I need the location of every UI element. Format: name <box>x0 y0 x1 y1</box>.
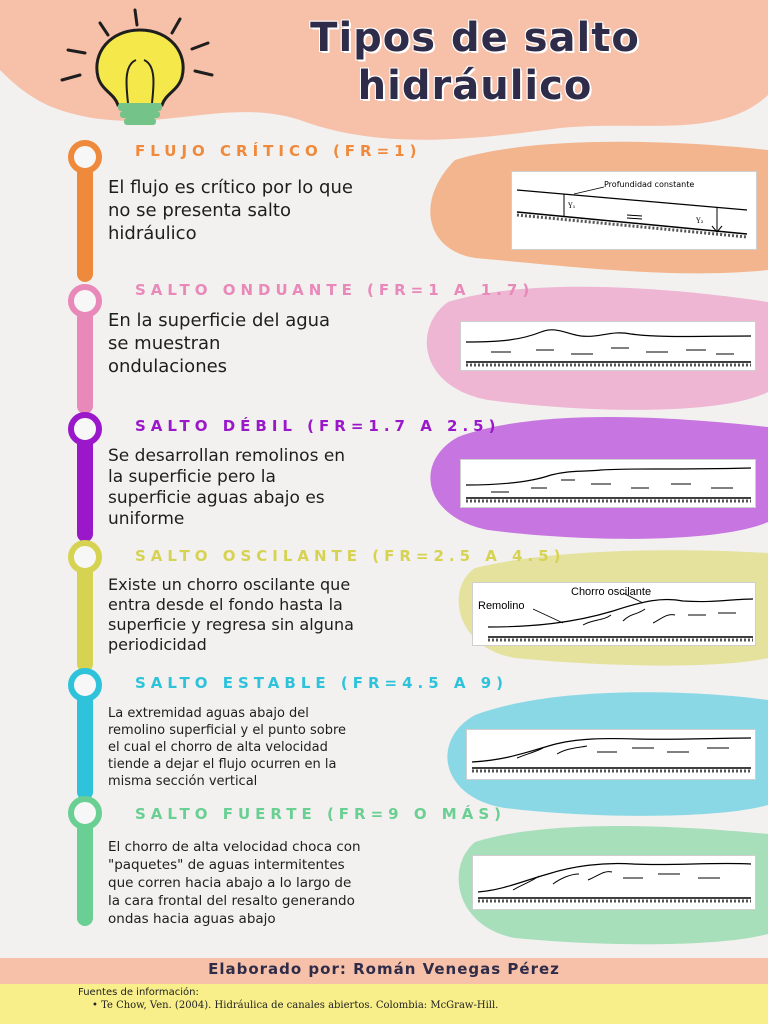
timeline-node-onduante <box>68 284 102 318</box>
section-title-debil: SALTO DÉBIL (FR=1.7 A 2.5) <box>135 417 501 435</box>
title-line-2: hidráulico <box>357 63 593 109</box>
timeline-bar-critico <box>77 156 93 282</box>
reference-item: • Te Chow, Ven. (2004). Hidráulica de ca… <box>92 1000 499 1011</box>
author-credit: Elaborado por: Román Venegas Pérez <box>208 960 560 978</box>
timeline-bar-debil <box>77 432 93 542</box>
label-chorro-oscilante: Chorro oscilante <box>571 586 651 598</box>
diagram-salto-onduante <box>460 321 756 371</box>
diagram-salto-debil <box>460 459 756 508</box>
diagram-flujo-critico: Profundidad constante Y₁ Y₂ <box>511 171 757 250</box>
section-text-onduante: En la superficie del agua se muestran on… <box>108 310 331 377</box>
footer-band <box>0 958 768 984</box>
section-title-estable: SALTO ESTABLE (FR=4.5 A 9) <box>135 674 509 692</box>
timeline-node-fuerte <box>68 796 102 830</box>
section-text-fuerte: El chorro de alta velocidad choca con "p… <box>108 839 361 927</box>
diagram-salto-estable <box>466 729 756 780</box>
timeline-bar-fuerte <box>77 818 93 926</box>
timeline-bar-estable <box>77 690 93 800</box>
page-title: Tipos de salto hidráulico <box>195 14 755 110</box>
timeline-node-critico <box>68 140 102 174</box>
label-y2: Y₂ <box>695 217 704 225</box>
timeline-node-estable <box>68 668 102 702</box>
section-text-oscilante: Existe un chorro oscilante que entra des… <box>108 575 354 654</box>
title-line-1: Tipos de salto <box>310 15 640 61</box>
timeline-bar-oscilante <box>77 562 93 672</box>
label-remolino: Remolino <box>478 600 524 612</box>
section-title-critico: FLUJO CRÍTICO (FR=1) <box>135 142 422 160</box>
section-title-fuerte: SALTO FUERTE (FR=9 O MÁS) <box>135 805 506 823</box>
timeline-bar-onduante <box>77 296 93 414</box>
diagram-salto-oscilante: Chorro oscilante Remolino <box>472 582 756 646</box>
diagram-salto-fuerte <box>472 855 756 910</box>
timeline-node-oscilante <box>68 540 102 574</box>
section-text-estable: La extremidad aguas abajo del remolino s… <box>108 706 347 789</box>
section-title-oscilante: SALTO OSCILANTE (FR=2.5 A 4.5) <box>135 547 566 565</box>
references-title: Fuentes de información: <box>78 987 199 998</box>
section-text-debil: Se desarrollan remolinos en la superfici… <box>108 446 346 529</box>
timeline-node-debil <box>68 412 102 446</box>
references-band <box>0 984 768 1024</box>
section-title-onduante: SALTO ONDUANTE (FR=1 A 1.7) <box>135 281 535 299</box>
header-background <box>0 0 768 140</box>
section-text-critico: El flujo es crítico por lo que no se pre… <box>108 177 353 244</box>
lightbulb-icon <box>60 8 214 125</box>
label-y1: Y₁ <box>567 202 576 210</box>
label-profundidad: Profundidad constante <box>604 180 694 189</box>
